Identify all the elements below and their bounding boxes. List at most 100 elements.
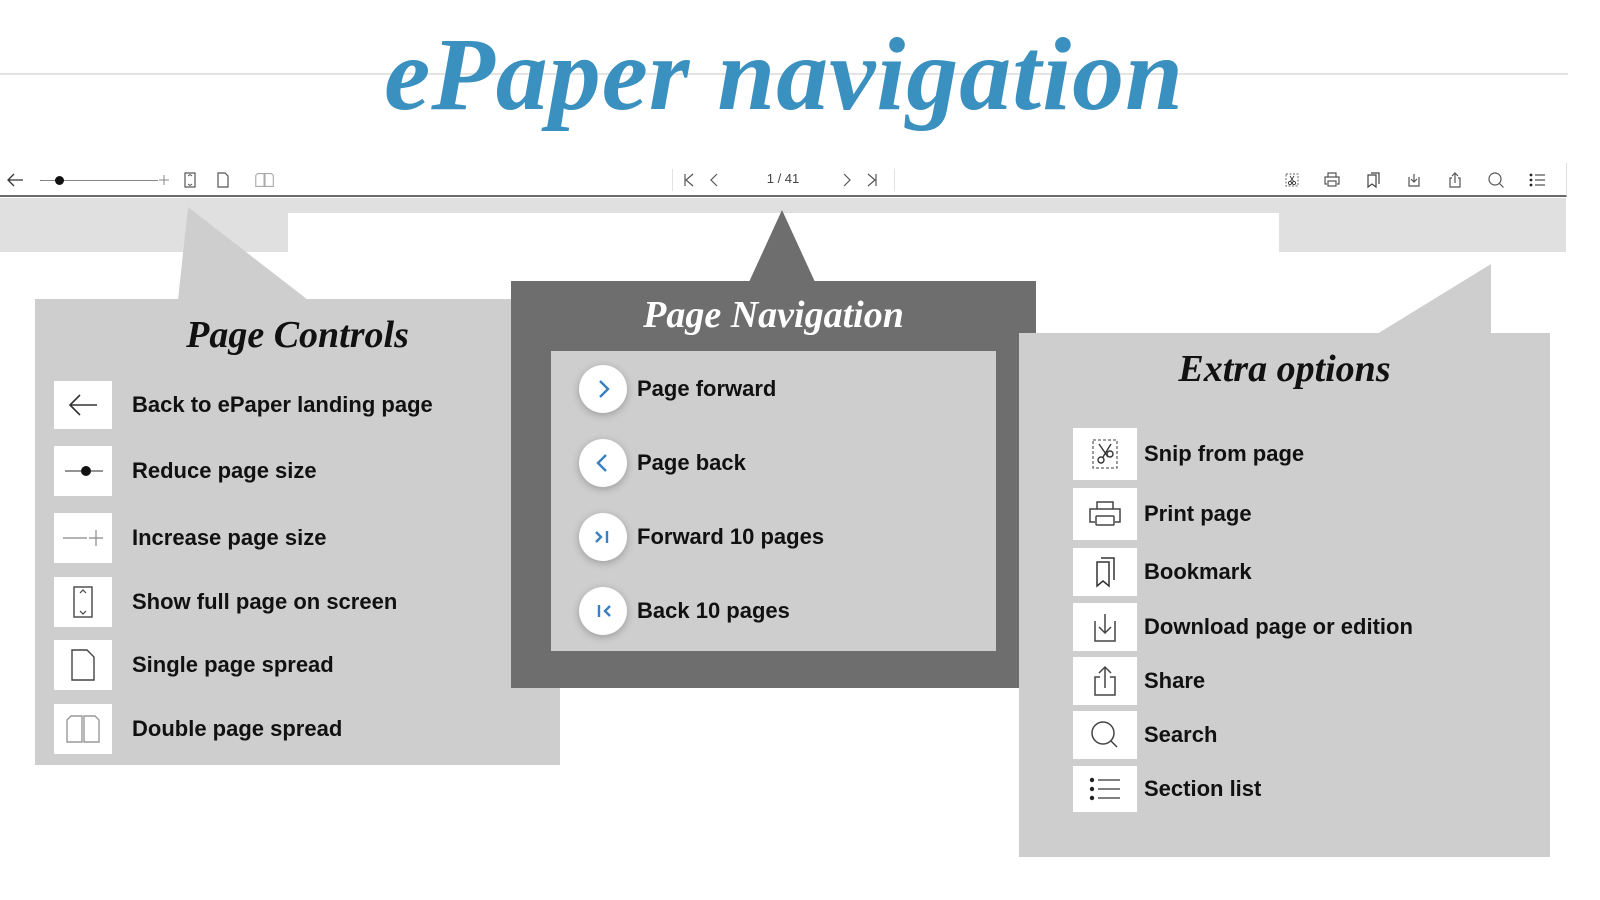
single-page-button[interactable]: [212, 169, 234, 191]
page-navigation-item: Page back: [579, 439, 746, 487]
page-control-item: Reduce page size: [54, 446, 317, 496]
icon-circle: [579, 439, 627, 487]
page-control-item: Back to ePaper landing page: [54, 381, 433, 429]
skip-forward-icon: [867, 173, 877, 187]
search-button[interactable]: [1485, 169, 1507, 191]
download-icon: [1094, 614, 1116, 642]
extra-option-item: Search: [1073, 711, 1217, 759]
print-icon: [1324, 172, 1340, 187]
double-page-button[interactable]: [252, 169, 278, 191]
single-page-icon: [217, 172, 229, 188]
icon-box: [1073, 657, 1137, 705]
icon-circle: [579, 365, 627, 413]
bookmark-icon: [1367, 172, 1380, 189]
chevron-left-icon: [596, 454, 607, 472]
zoom-slider[interactable]: [42, 180, 158, 181]
icon-box: [1073, 428, 1137, 480]
extra-option-item: Download page or edition: [1073, 603, 1413, 651]
last-page-button[interactable]: [861, 169, 883, 191]
extra-options-panel: Extra options Snip from page Print page …: [1019, 333, 1550, 857]
list-icon: [1089, 777, 1120, 801]
extra-option-item: Bookmark: [1073, 548, 1252, 596]
toolbar-separator: [894, 169, 895, 191]
fit-page-button[interactable]: [179, 169, 201, 191]
icon-circle: [579, 513, 627, 561]
item-label: Show full page on screen: [132, 589, 398, 614]
zoom-slider-handle[interactable]: [55, 176, 64, 185]
extra-option-item: Print page: [1073, 488, 1252, 540]
icon-box: [1073, 711, 1137, 759]
first-page-button[interactable]: [678, 169, 700, 191]
page-indicator[interactable]: 1 / 41: [766, 171, 800, 186]
search-icon: [1488, 172, 1504, 188]
page-control-item: Double page spread: [54, 704, 342, 754]
section-list-button[interactable]: [1526, 169, 1548, 191]
epaper-toolbar: 1 / 41: [0, 163, 1567, 197]
back-button[interactable]: [4, 169, 26, 191]
double-page-icon: [66, 715, 100, 743]
page-area-band-top: [288, 198, 1279, 213]
snip-icon: [1285, 173, 1299, 187]
icon-box: [54, 513, 112, 563]
share-button[interactable]: [1444, 169, 1466, 191]
extra-option-item: Snip from page: [1073, 428, 1304, 480]
page-controls-panel: Page Controls Back to ePaper landing pag…: [35, 299, 560, 765]
item-label: Double page spread: [132, 716, 343, 741]
page-title: ePaper navigation: [384, 17, 1184, 132]
page-navigation-title: Page Navigation: [643, 294, 904, 336]
search-icon: [1091, 721, 1118, 748]
print-icon: [1089, 501, 1121, 526]
icon-box: [54, 381, 112, 429]
icon-box: [1073, 603, 1137, 651]
item-label: Snip from page: [1144, 441, 1305, 466]
page-area-band-left: [0, 198, 288, 252]
title-rule: [0, 73, 1568, 75]
item-label: Bookmark: [1144, 559, 1252, 584]
bookmark-icon: [1096, 557, 1115, 588]
chevron-right-icon: [599, 380, 610, 398]
snip-button[interactable]: [1281, 169, 1303, 191]
extra-option-item: Share: [1073, 657, 1205, 705]
page-navigation-item: Page forward: [579, 365, 776, 413]
download-button[interactable]: [1403, 169, 1425, 191]
bookmark-button[interactable]: [1362, 169, 1384, 191]
prev-page-button[interactable]: [703, 169, 725, 191]
icon-box: [54, 577, 112, 627]
page-navigation-item: Forward 10 pages: [579, 513, 824, 561]
extra-options-title: Extra options: [1178, 348, 1391, 390]
icon-box: [1073, 488, 1137, 540]
item-label: Back 10 pages: [637, 598, 790, 623]
zoom-plus-button[interactable]: [153, 169, 175, 191]
arrow-left-icon: [7, 173, 23, 187]
share-icon: [1449, 172, 1461, 188]
icon-circle: [579, 587, 627, 635]
page-controls-title: Page Controls: [186, 314, 409, 356]
page-area-band-right: [1279, 198, 1566, 252]
single-page-icon: [71, 649, 95, 681]
chevron-right-icon: [843, 173, 851, 187]
page-control-item: Show full page on screen: [54, 577, 397, 627]
icon-box: [54, 446, 112, 496]
print-button[interactable]: [1321, 169, 1343, 191]
icon-box: [54, 640, 112, 690]
skip-back-icon: [684, 173, 694, 187]
zoom-slider-plus-icon: [63, 530, 103, 546]
item-label: Forward 10 pages: [637, 524, 825, 549]
page-control-item: Increase page size: [54, 513, 326, 563]
icon-box: [1073, 548, 1137, 596]
next-page-button[interactable]: [836, 169, 858, 191]
page-navigation-list: Page forward Page back Forward 10 pages …: [551, 351, 996, 651]
item-label: Section list: [1144, 776, 1262, 801]
snip-icon: [1092, 439, 1118, 469]
page-navigation-item: Back 10 pages: [579, 587, 790, 635]
extra-option-item: Section list: [1073, 766, 1261, 812]
item-label: Back to ePaper landing page: [132, 392, 433, 417]
plus-icon: [159, 175, 169, 185]
item-label: Page forward: [637, 376, 777, 401]
arrow-left-icon: [68, 394, 97, 416]
skip-forward-icon: [595, 531, 609, 543]
double-page-icon: [255, 172, 274, 188]
skip-back-icon: [597, 605, 611, 617]
share-icon: [1094, 665, 1116, 696]
page-navigation-panel: Page Navigation Page forward Page back F…: [511, 281, 1036, 688]
